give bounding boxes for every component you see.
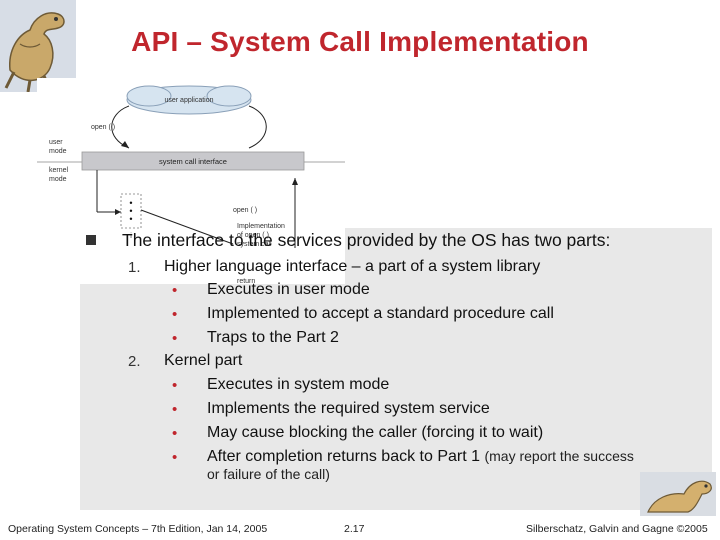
part-2-item-1: Executes in system mode: [207, 376, 390, 393]
part-1-number: 1.: [128, 259, 141, 276]
user-mode-label-1: user: [49, 139, 63, 146]
system-call-interface-bar: [81, 151, 305, 171]
slide-title: API – System Call Implementation: [131, 26, 589, 57]
part-2-item-4-line: After completion returns back to Part 1 …: [207, 448, 634, 466]
dinosaur-corner-icon: [640, 472, 716, 516]
footer-page-number: 2.17: [344, 523, 365, 535]
main-bullet-text: The interface to the services provided b…: [122, 230, 611, 250]
bullet-dot-icon: •: [172, 425, 178, 442]
impl-open-label: open ( ): [233, 207, 257, 214]
user-application-label: user application: [164, 97, 213, 104]
part-1-item-3: Traps to the Part 2: [207, 329, 339, 346]
bullet-dot-icon: •: [172, 282, 178, 299]
svg-text:•: •: [129, 214, 132, 224]
part-2-note-1: (may report the success: [484, 448, 634, 464]
impl-line-3: system call: [237, 241, 272, 248]
impl-line-1: Implementation: [237, 223, 285, 230]
bullet-dot-icon: •: [172, 330, 178, 347]
part-1-item-1: Executes in user mode: [207, 281, 370, 298]
return-label: return: [237, 278, 255, 284]
user-mode-label-2: mode: [49, 148, 67, 155]
part-2-text: Kernel part: [164, 352, 243, 369]
bullet-dot-icon: •: [172, 377, 178, 394]
part-2-item-2: Implements the required system service: [207, 400, 490, 417]
index-i-label: i: [130, 233, 132, 240]
bullet-dot-icon: •: [172, 401, 178, 418]
open-call-label: open ( ): [91, 124, 115, 131]
part-1-item-2: Implemented to accept a standard procedu…: [207, 305, 554, 322]
main-bullet-square-icon: [86, 235, 96, 245]
impl-line-2: of open ( ): [237, 232, 269, 239]
svg-text:•: •: [129, 206, 132, 216]
kernel-mode-label-2: mode: [49, 176, 67, 183]
kernel-mode-label-1: kernel: [49, 167, 69, 174]
footer-right: Silberschatz, Galvin and Gagne ©2005: [526, 523, 708, 535]
bullet-dot-icon: •: [172, 449, 178, 466]
part-2-note-2: or failure of the call): [207, 466, 330, 482]
footer-left: Operating System Concepts – 7th Edition,…: [8, 523, 268, 535]
system-call-interface-label: system call interface: [159, 157, 227, 166]
dinosaur-logo-icon: [0, 0, 76, 92]
system-call-diagram: user application open ( ) user mode kern…: [37, 78, 345, 284]
part-1-text: Higher language interface – a part of a …: [164, 258, 541, 275]
bullet-dot-icon: •: [172, 306, 178, 323]
part-2-item-3: May cause blocking the caller (forcing i…: [207, 424, 544, 441]
part-2-number: 2.: [128, 353, 141, 370]
svg-text:•: •: [129, 198, 132, 208]
part-2-item-4: After completion returns back to Part 1: [207, 448, 481, 465]
